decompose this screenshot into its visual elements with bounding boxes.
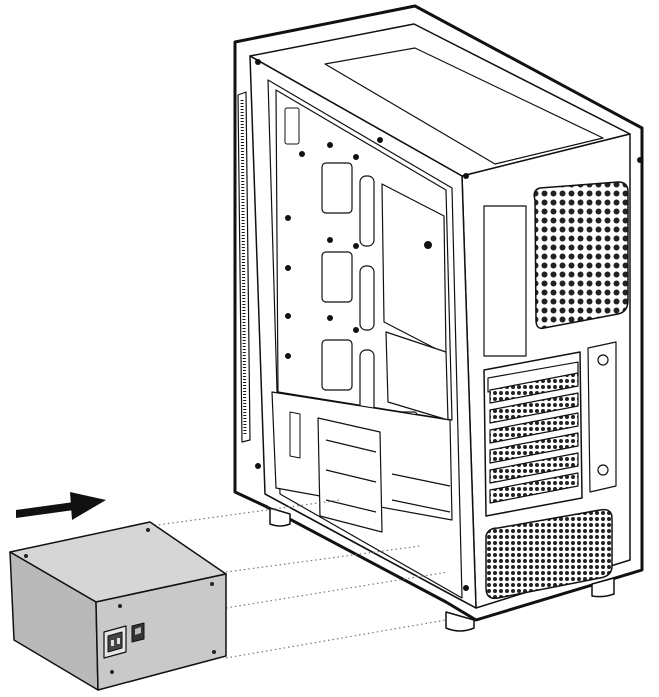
power-switch-icon xyxy=(131,622,145,643)
pc-case xyxy=(233,4,644,632)
power-supply-unit xyxy=(9,521,227,691)
expansion-slots xyxy=(483,341,617,517)
motherboard-tray xyxy=(275,89,453,421)
bottom-psu-vent xyxy=(485,508,613,600)
insertion-guide-lines xyxy=(149,499,449,659)
case-feet xyxy=(269,507,615,632)
front-mesh-panel xyxy=(533,181,629,330)
iec-power-inlet-icon xyxy=(103,625,127,659)
right-arrow-icon xyxy=(16,492,106,520)
